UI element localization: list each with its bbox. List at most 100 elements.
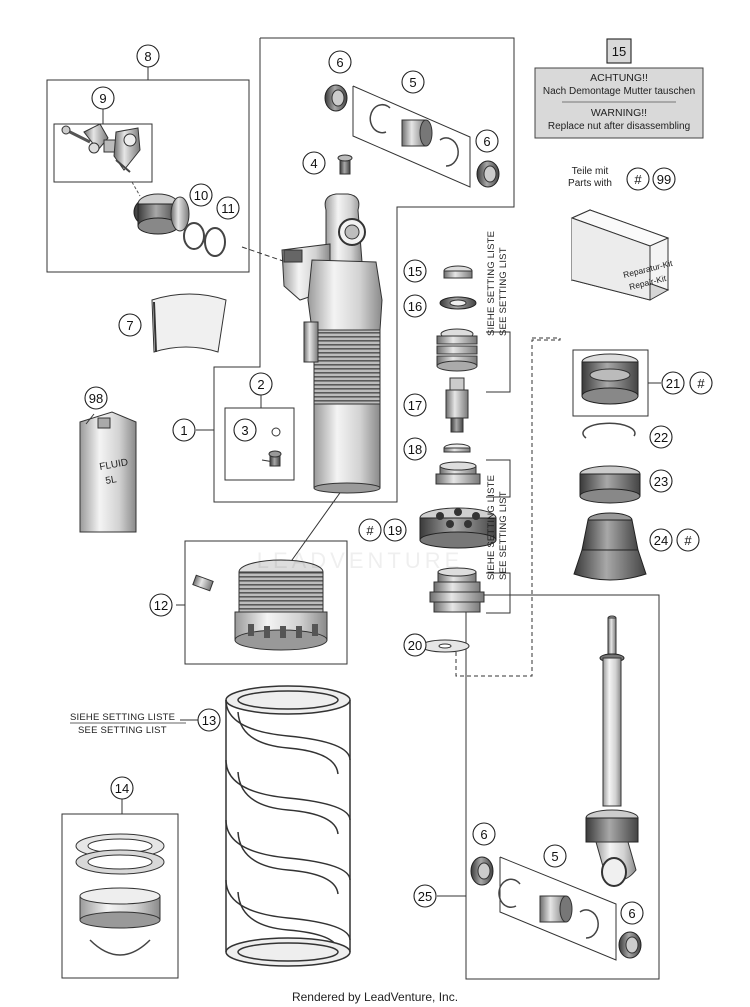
callout-label-c10: 10 [194,188,208,203]
shock-body [281,154,383,494]
valve-part-3 [268,427,282,467]
callout-marker-c23 [649,469,673,493]
fluid-can: FLUID 5L [79,411,137,533]
reservoir-cap [192,559,328,651]
setting-list-de-1: SIEHE SETTING LISTE [486,231,497,336]
group-frames [46,37,660,980]
callout-label-c15top: 15 [612,44,626,59]
callout-marker-c17 [403,393,427,417]
callout-marker-c6b [475,129,499,153]
watermark: LEADVENTURE [257,548,464,573]
callout-label-c20: 20 [408,638,422,653]
callout-label-c99h: # [634,172,642,187]
callout-label-c21: 21 [666,376,680,391]
callout-label-c18: 18 [408,442,422,457]
shim-stack-column [419,265,497,653]
callout-marker-c18 [403,437,427,461]
callout-label-c4: 4 [310,156,317,171]
warning-de-text: Nach Demontage Mutter tauschen [543,86,695,97]
callout-marker-c99h [626,167,650,191]
callout-marker-c25 [413,884,437,908]
piston-rod [585,615,639,887]
callout-marker-c15 [403,259,427,283]
callout-label-c8: 8 [144,49,151,64]
callout-marker-c99 [652,167,676,191]
callout-label-c5a: 5 [409,75,416,90]
callout-marker-c11 [216,196,240,220]
setting-list-en-1: SEE SETTING LIST [498,247,509,336]
callout-marker-c8 [136,44,160,68]
right-column-parts [573,353,647,581]
callout-marker-c6a [328,50,352,74]
callout-label-c5b: 5 [551,849,558,864]
callout-label-c9: 9 [99,91,106,106]
sleeve-part-7 [151,293,227,353]
callout-label-c16: 16 [408,299,422,314]
callout-label-c19: 19 [388,523,402,538]
callout-marker-c6d [620,901,644,925]
callout-marker-c10 [189,183,213,207]
callout-marker-c24h [676,528,700,552]
callout-label-c6d: 6 [628,906,635,921]
setting-list-en-13: SEE SETTING LIST [78,725,167,736]
callout-marker-c13 [197,708,221,732]
callout-label-c14: 14 [115,781,129,796]
callout-label-c11: 11 [221,201,235,216]
callout-label-c24: 24 [654,533,668,548]
frame-reservoir-cap-12 [184,540,348,665]
group-leaders [102,65,661,906]
callout-marker-c22 [649,425,673,449]
callout-label-c19h: # [366,523,374,538]
callout-group: 891011656415167231171819#209812131421#22… [84,38,713,925]
callout-label-c6c: 6 [480,827,487,842]
callout-label-c17: 17 [408,398,422,413]
kit-note-en: Parts with [568,178,612,189]
callout-marker-c24 [649,528,673,552]
callout-label-c13: 13 [202,713,216,728]
callout-marker-c20 [403,633,427,657]
callout-marker-c9 [91,86,115,110]
callout-label-c12: 12 [154,598,168,613]
callout-marker-c98 [84,386,108,410]
callout-label-c22: 22 [654,430,668,445]
warning-en-title: WARNING!! [591,107,647,119]
callout-marker-c1 [172,418,196,442]
callout-marker-c5b [543,844,567,868]
warning-de-title: ACHTUNG!! [590,72,648,84]
seal-kit-bottom [470,856,642,959]
kit-note-de: Teile mit [572,166,609,177]
callout-label-c6a: 6 [336,55,343,70]
callout-label-c3: 3 [241,423,248,438]
repair-kit-box: Reparatur-Kit Repair-Kit [570,209,674,301]
callout-marker-c21h [689,371,713,395]
main-spring [225,685,351,967]
frame-shock-body-1 [213,37,515,503]
callout-marker-c6c [472,822,496,846]
callout-marker-c4 [302,151,326,175]
callout-label-c7: 7 [126,318,133,333]
setting-list-de-13: SIEHE SETTING LISTE [70,712,175,723]
callout-label-c98: 98 [89,391,103,406]
callout-marker-c15top [606,38,632,64]
callout-marker-c2 [249,372,273,396]
callout-label-c1: 1 [180,423,187,438]
footer-credit: Rendered by LeadVenture, Inc. [291,990,459,1004]
callout-label-c99: 99 [657,172,671,187]
callout-marker-c19h [358,518,382,542]
callout-label-c21h: # [697,376,705,391]
frame-seal-kit-5b [499,856,617,961]
callout-label-c2: 2 [257,377,264,392]
callout-label-c25: 25 [418,889,432,904]
fluid-can-label-line2: 5L [105,474,118,487]
callout-marker-c14 [110,776,134,800]
callout-label-c23: 23 [654,474,668,489]
callout-label-c15: 15 [408,264,422,279]
frame-piston-rod-25 [465,594,660,980]
warning-label: ACHTUNG!! Nach Demontage Mutter tauschen… [534,67,704,139]
callout-marker-c5a [401,70,425,94]
fluid-can-label-line1: FLUID [99,457,129,473]
callout-label-c6b: 6 [483,134,490,149]
callout-marker-c3 [233,418,257,442]
callout-marker-c16 [403,294,427,318]
